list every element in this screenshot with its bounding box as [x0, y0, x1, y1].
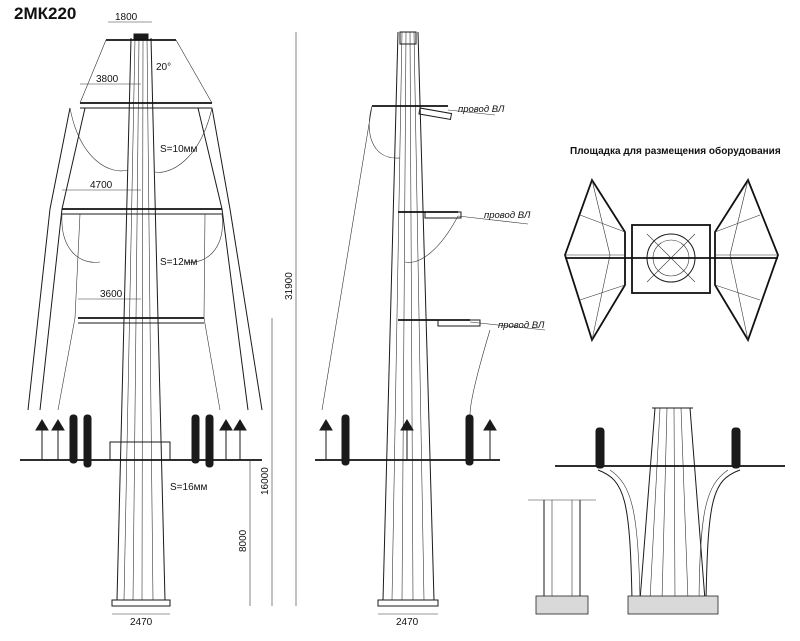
side-pole-outline: [382, 31, 435, 601]
wire-label-1: провод ВЛ: [458, 104, 505, 115]
front-base-plate: [111, 599, 171, 607]
wall-thickness-3: S=16мм: [170, 482, 208, 493]
dim-height-8000: 8000: [238, 529, 249, 552]
dim-top-width: 1800: [115, 12, 138, 23]
detail-foundation: [627, 595, 719, 615]
detail-pole: [639, 407, 706, 601]
wall-thickness-1: S=10мм: [160, 144, 198, 155]
drawing-title: 2МК220: [14, 4, 76, 23]
dim-arm-1: 3800: [96, 74, 119, 85]
dim-total-height: 31900: [284, 272, 295, 300]
side-view: провод ВЛ провод ВЛ провод ВЛ 2470: [315, 31, 546, 628]
dim-angle: 20°: [156, 62, 171, 73]
mount-detail: [528, 407, 785, 615]
wire-label-3: провод ВЛ: [498, 320, 545, 331]
platform-caption: Площадка для размещения оборудования: [570, 145, 781, 157]
dim-height-16000: 16000: [260, 467, 271, 495]
platform-plan: Площадка для размещения оборудования: [564, 145, 781, 343]
front-insulators: [35, 414, 247, 468]
dim-arm-3: 3600: [100, 289, 123, 300]
side-top-cap: [399, 31, 417, 45]
front-conductor-outer: [27, 107, 263, 411]
wall-thickness-2: S=12мм: [160, 257, 198, 268]
dim-base-front: 2470: [130, 617, 153, 628]
front-pole-outline: [116, 37, 166, 601]
dim-arm-2: 4700: [90, 180, 113, 191]
front-pole-lines: [123, 37, 154, 601]
dim-base-side: 2470: [396, 617, 419, 628]
front-view: 1800 3800 4700 3600 20° S=10мм S=12мм S=…: [20, 12, 297, 628]
platform-center: [631, 224, 711, 294]
wire-label-2: провод ВЛ: [484, 210, 531, 221]
side-base-plate: [377, 599, 439, 607]
